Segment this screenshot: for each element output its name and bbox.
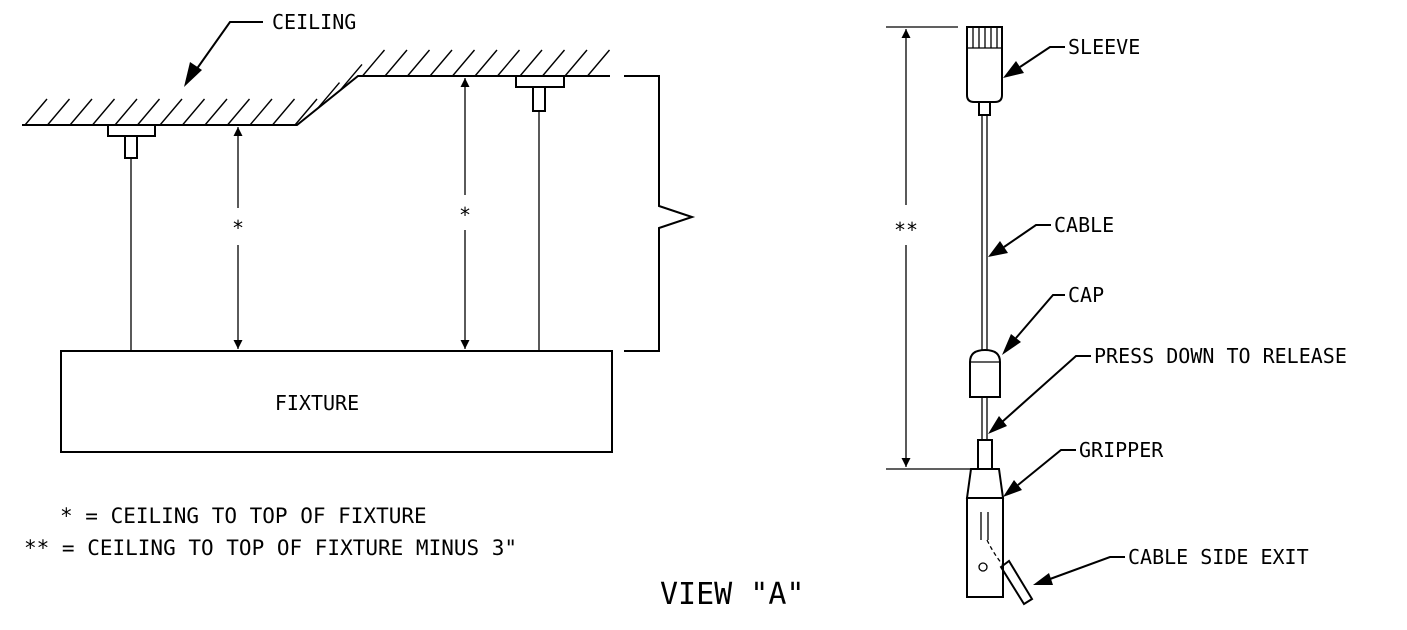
hatch-stroke: [451, 49, 476, 77]
ceiling: [22, 49, 611, 126]
sleeve-leader: [1019, 46, 1065, 68]
hatch-stroke: [46, 98, 71, 126]
detail-dim-label: **: [894, 218, 918, 242]
hatch-stroke: [91, 98, 116, 126]
hatch-stroke: [474, 49, 498, 77]
ceiling-leader-arrow: [184, 62, 202, 87]
hatch-stroke: [181, 98, 206, 126]
ceiling-leader: [195, 21, 263, 71]
hatch-stroke: [519, 49, 543, 77]
cable-label: CABLE: [1054, 213, 1114, 237]
detail-side-exit-cable: [999, 559, 1034, 606]
side-exit-label: CABLE SIDE EXIT: [1128, 545, 1309, 569]
detail-gripper: [965, 439, 1005, 598]
detail-gripper-hole: [978, 562, 988, 572]
detail-sleeve: [966, 26, 1003, 116]
hatch-stroke: [384, 49, 408, 77]
detail-view: **: [886, 26, 1034, 606]
fixture: FIXTURE: [60, 350, 613, 453]
hatch-stroke: [159, 98, 183, 126]
ceiling-callout: CEILING: [184, 10, 356, 87]
hatch-stroke: [564, 49, 588, 77]
legend-line-2: ** = CEILING TO TOP OF FIXTURE MINUS 3": [24, 536, 517, 560]
hatch-stroke: [114, 98, 138, 126]
gripper-label: GRIPPER: [1079, 438, 1164, 462]
hatch-stroke: [271, 98, 296, 126]
view-title: VIEW "A": [660, 577, 805, 612]
hatch-stroke: [541, 49, 566, 77]
detail-hidden-cable-path: [986, 539, 1004, 566]
hatch-stroke: [249, 98, 273, 126]
fixture-label: FIXTURE: [275, 391, 359, 415]
hatch-stroke: [496, 49, 521, 77]
cable-leader: [1003, 224, 1051, 248]
fixture-body: [60, 350, 613, 453]
left-ceiling-mount: [107, 124, 156, 137]
hatch-stroke: [361, 49, 386, 77]
detail-cap: [969, 348, 1001, 398]
right-hanger: [515, 75, 565, 351]
ceiling-label: CEILING: [272, 10, 356, 34]
hatch-stroke: [69, 98, 93, 126]
detail-gripper-collar: [977, 439, 993, 470]
hatch-stroke: [226, 98, 251, 126]
right-ceiling-mount: [515, 75, 565, 88]
hatch-stroke: [586, 49, 611, 77]
hatch-stroke: [316, 82, 341, 109]
cap-label: CAP: [1068, 283, 1104, 307]
dimension-left: *: [232, 127, 244, 349]
press-down-label: PRESS DOWN TO RELEASE: [1094, 344, 1347, 368]
dimension-right: *: [459, 78, 471, 349]
right-sleeve: [532, 86, 546, 112]
hatch-stroke: [136, 98, 161, 126]
legend-line-1: * = CEILING TO TOP OF FIXTURE: [60, 504, 427, 528]
detail-gripper-taper: [965, 468, 1005, 499]
detail-gripper-body: [966, 497, 1004, 598]
hatch-stroke: [204, 98, 228, 126]
left-hanger: [107, 124, 156, 351]
legend: * = CEILING TO TOP OF FIXTURE ** = CEILI…: [24, 504, 517, 560]
hatch-stroke: [429, 49, 453, 77]
hatch-stroke: [339, 64, 363, 91]
gripper-leader: [1017, 449, 1076, 486]
detail-callouts: SLEEVE CABLE CAP PRESS DOWN TO RELEASE G…: [988, 35, 1347, 585]
press-down-leader: [1001, 355, 1091, 423]
hatch-stroke: [24, 98, 48, 126]
hatch-stroke: [294, 98, 318, 126]
side-exit-leader: [1049, 556, 1125, 580]
detail-sleeve-stem: [978, 101, 991, 116]
dimension-right-label: *: [459, 203, 471, 227]
hatch-stroke: [406, 49, 431, 77]
ceiling-hatching: [24, 49, 611, 126]
detail-sleeve-body: [966, 26, 1003, 103]
dimension-left-label: *: [232, 216, 244, 240]
cap-leader: [1015, 294, 1065, 339]
left-sleeve: [124, 135, 138, 159]
view-a-brace: [624, 75, 696, 352]
ceiling-line: [22, 75, 610, 126]
sleeve-label: SLEEVE: [1068, 35, 1140, 59]
